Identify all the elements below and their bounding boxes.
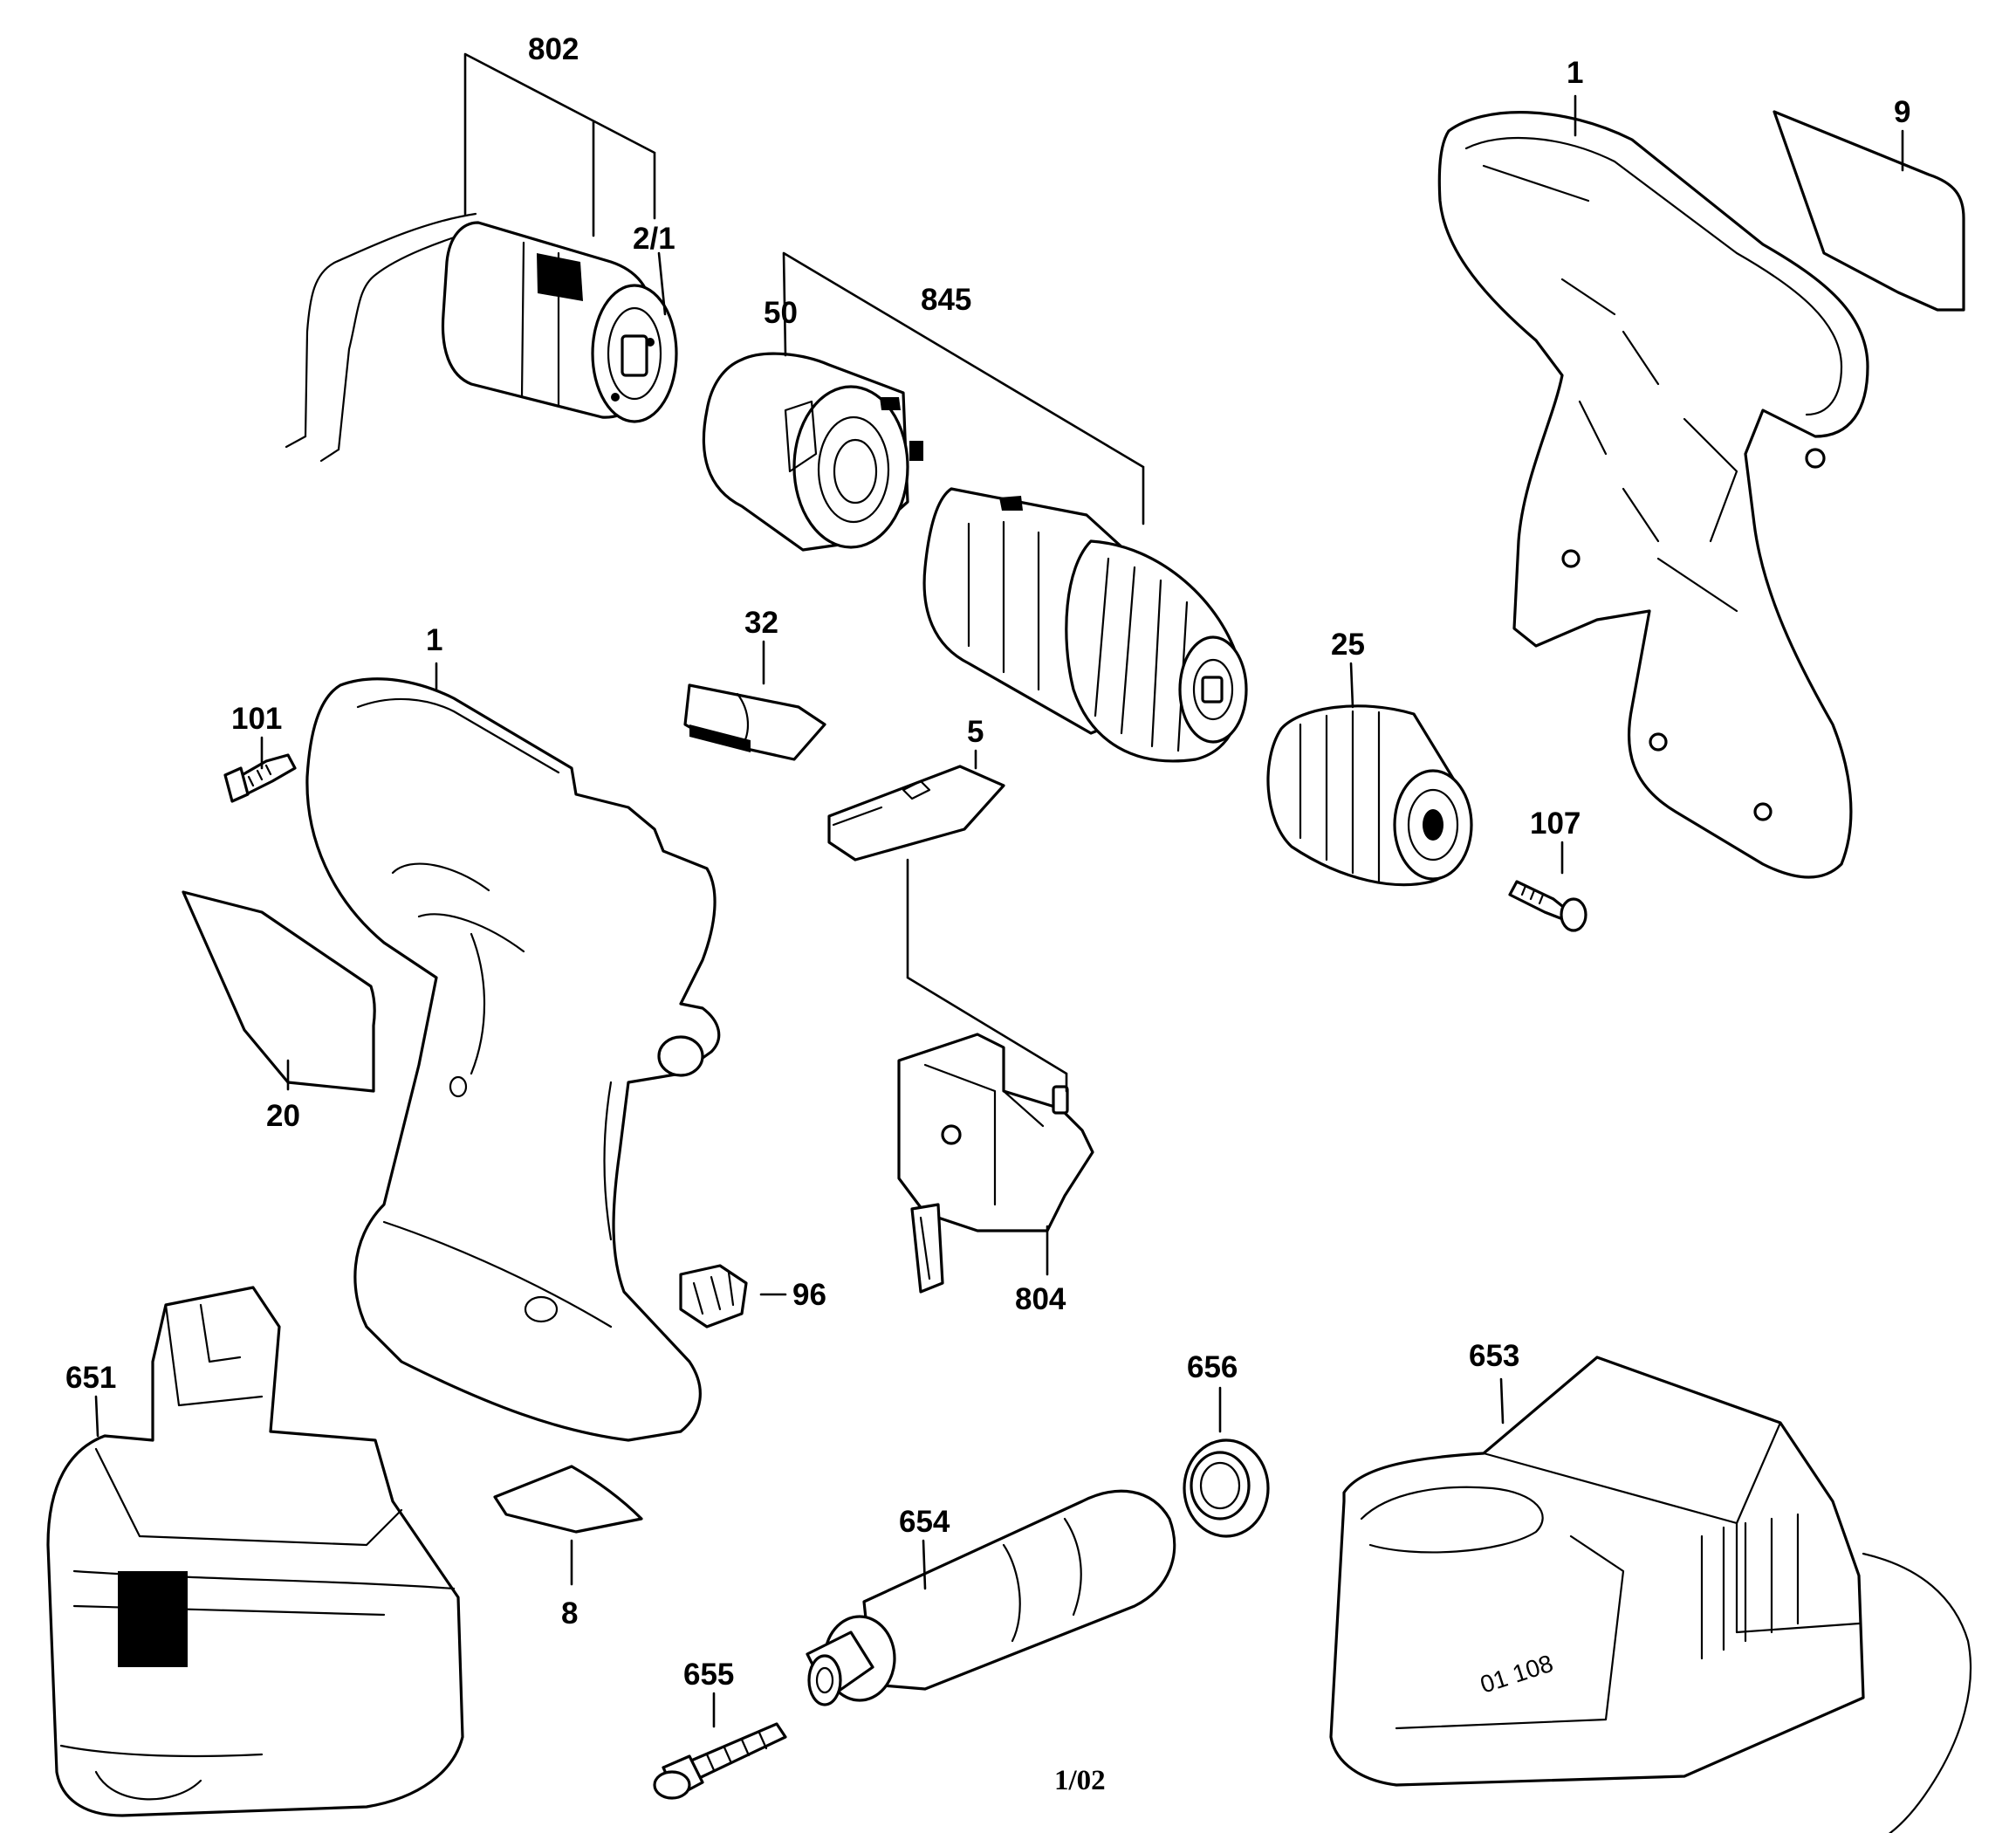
gearbox-chuck-assembly-part [922,487,1248,763]
callout-25: 25 [1331,628,1365,662]
callout-96: 96 [792,1278,826,1312]
callout-655: 655 [683,1658,734,1692]
keyless-chuck-part [1266,704,1473,887]
callout-32: 32 [744,606,778,640]
callout-5: 5 [967,715,984,749]
battery-pack-part [46,1286,464,1817]
battery-charger-part: 01 108 [1329,1356,1972,1833]
callout-50: 50 [764,296,798,330]
label-plate-20-part [182,890,376,1093]
screw-107-part [1508,880,1587,932]
switch-carrier-part [683,683,826,761]
motor-part [285,212,678,463]
direction-slide-switch-part [827,765,1005,862]
callout-651: 651 [65,1361,116,1395]
callout-804: 804 [1015,1282,1066,1316]
ring-656-part [1183,1438,1270,1538]
callout-8: 8 [561,1596,578,1630]
callout-1-left: 1 [426,623,442,657]
bolt-655-part [653,1722,787,1800]
callout-20: 20 [266,1099,300,1133]
callout-1-right: 1 [1567,56,1583,90]
callout-107: 107 [1530,807,1581,841]
label-plate-9-part [1773,110,1965,312]
leader-lines [94,52,1904,1728]
label-plate-8-part [493,1465,643,1534]
side-handle-part [806,1489,1176,1706]
callout-2-1: 2/1 [633,222,675,256]
screw-101-part [223,753,297,803]
housing-half-right-part [1437,111,1869,879]
callout-653: 653 [1469,1339,1519,1373]
callout-101: 101 [231,702,282,736]
callout-845: 845 [921,283,971,317]
callout-656: 656 [1187,1350,1238,1384]
callout-labels: 802 2/1 50 845 1 9 32 1 101 5 25 107 20 … [65,32,1910,1796]
callout-654: 654 [899,1505,950,1539]
revision-footer: 1/02 [1054,1765,1106,1796]
callout-9: 9 [1894,95,1910,129]
callout-802: 802 [528,32,579,66]
housing-half-left-part [305,677,721,1442]
connector-96-part [679,1264,748,1328]
gear-housing-part [702,352,923,552]
switch-unit-part [897,1033,1094,1294]
